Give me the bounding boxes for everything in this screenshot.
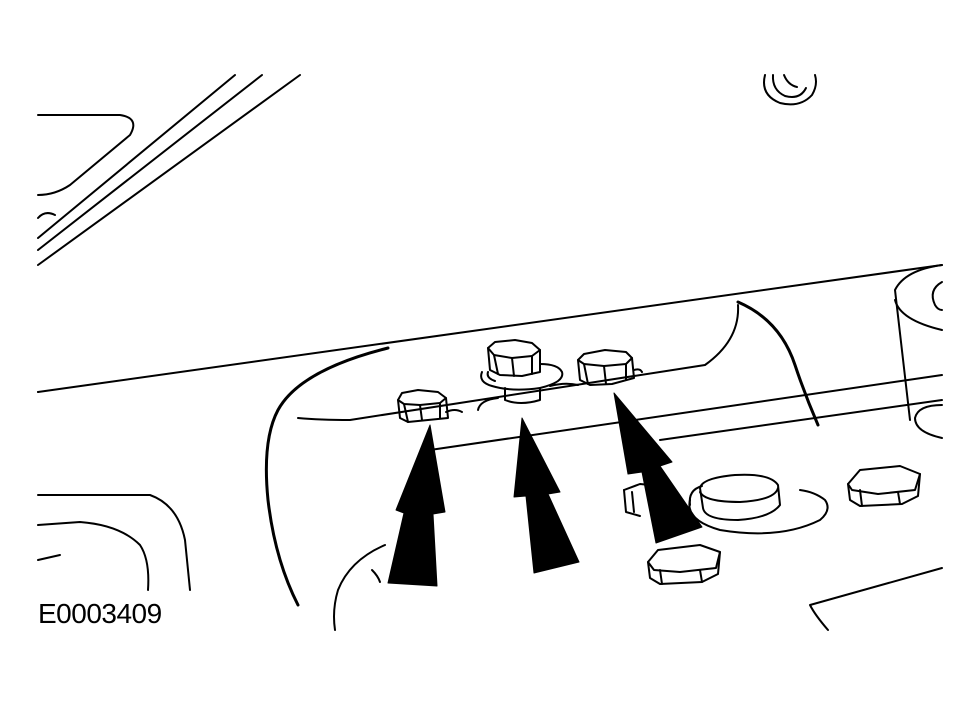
arrow-right-icon: [613, 392, 703, 544]
bolt-right: [577, 349, 643, 386]
arrow-center-icon: [513, 417, 580, 574]
lower-right-hardware: [623, 465, 921, 585]
bolt-center: [477, 339, 579, 411]
upper-left-panel: [37, 74, 301, 266]
right-post: [894, 264, 943, 439]
lower-plate: [333, 544, 943, 631]
figure-code-label: E0003409: [38, 598, 162, 629]
bolt-left: [397, 389, 463, 423]
upper-right-washer: [763, 74, 817, 106]
arrow-left-icon: [387, 424, 446, 587]
main-bracket: [37, 264, 943, 607]
arrows-group: [387, 392, 703, 587]
lower-left-housing: [37, 494, 191, 591]
